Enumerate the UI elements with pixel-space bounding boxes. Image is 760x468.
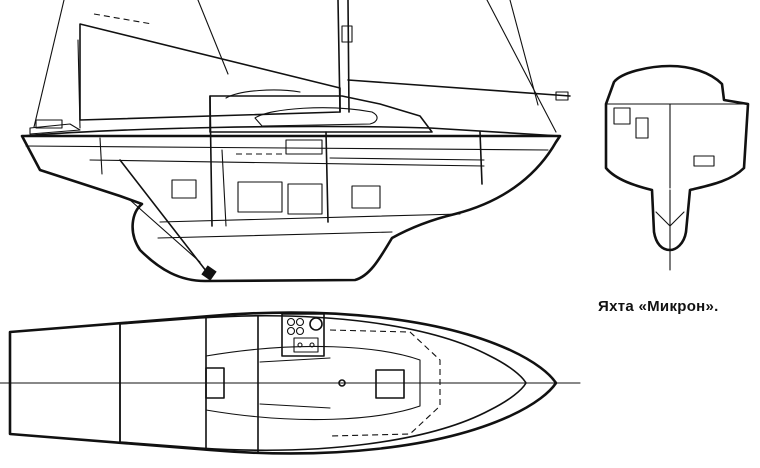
- mainsail-luff: [77, 39, 81, 129]
- engine-mount: [221, 149, 227, 227]
- settee-back: [329, 157, 485, 161]
- tap-1: [297, 342, 303, 348]
- galley-locker: [285, 139, 323, 155]
- burner-1: [286, 317, 296, 327]
- deck-plan: [0, 311, 581, 455]
- cockpit-coaming: [29, 123, 81, 135]
- mast-step: [338, 379, 346, 387]
- section-cabinet: [635, 117, 649, 139]
- rudder-stock: [119, 159, 211, 277]
- section-outline: [604, 64, 750, 252]
- rudder-edge: [129, 199, 201, 263]
- burner-2: [295, 317, 305, 327]
- tap-2: [309, 342, 315, 348]
- galley-worktop: [293, 337, 319, 353]
- mainsail: [79, 23, 341, 121]
- rudder-heel: [201, 265, 217, 281]
- fore-hatch: [375, 369, 405, 399]
- bench-starboard: [259, 403, 331, 409]
- jib-boom: [347, 79, 571, 97]
- jib-stay: [509, 0, 539, 106]
- head-locker: [351, 185, 381, 209]
- dashed-halyard: [93, 13, 153, 25]
- cockpit-hatch: [205, 367, 225, 399]
- sheer-line: [21, 125, 561, 137]
- galley-stove: [281, 313, 325, 357]
- burner-4: [295, 326, 305, 336]
- bulkhead-fwd: [479, 131, 483, 185]
- burner-3: [286, 326, 296, 336]
- transom-frame: [99, 137, 103, 175]
- midship-section: [604, 64, 750, 271]
- caption: Яхта «Микрон».: [598, 298, 719, 315]
- mast-aft-edge: [347, 0, 350, 113]
- sole-line: [89, 159, 485, 167]
- quarter-berth-box: [171, 179, 197, 199]
- side-elevation: [20, 0, 571, 283]
- bulkhead-aft: [209, 95, 213, 227]
- chart-table: [237, 181, 283, 213]
- plan-dashed-cabin: [329, 329, 441, 437]
- section-berth: [693, 155, 715, 167]
- floor-line: [159, 213, 461, 223]
- topping-lift: [197, 0, 229, 75]
- backstay: [33, 0, 65, 128]
- tiller: [35, 119, 63, 129]
- plan-deck-edge: [119, 315, 527, 451]
- bench-port: [259, 357, 331, 363]
- sink-bowl: [309, 317, 323, 331]
- mast-fitting: [341, 25, 353, 43]
- keel-top: [157, 231, 393, 239]
- section-locker: [613, 107, 631, 125]
- bulkhead-mid: [325, 131, 329, 223]
- bow-fitting: [555, 91, 569, 101]
- forestay: [486, 0, 557, 133]
- plan-outline: [8, 311, 558, 455]
- galley-cabinet: [287, 183, 323, 215]
- hatch-arc: [225, 89, 301, 99]
- hull-profile: [20, 134, 562, 283]
- waterline: [25, 145, 549, 151]
- cabin-window: [254, 107, 378, 127]
